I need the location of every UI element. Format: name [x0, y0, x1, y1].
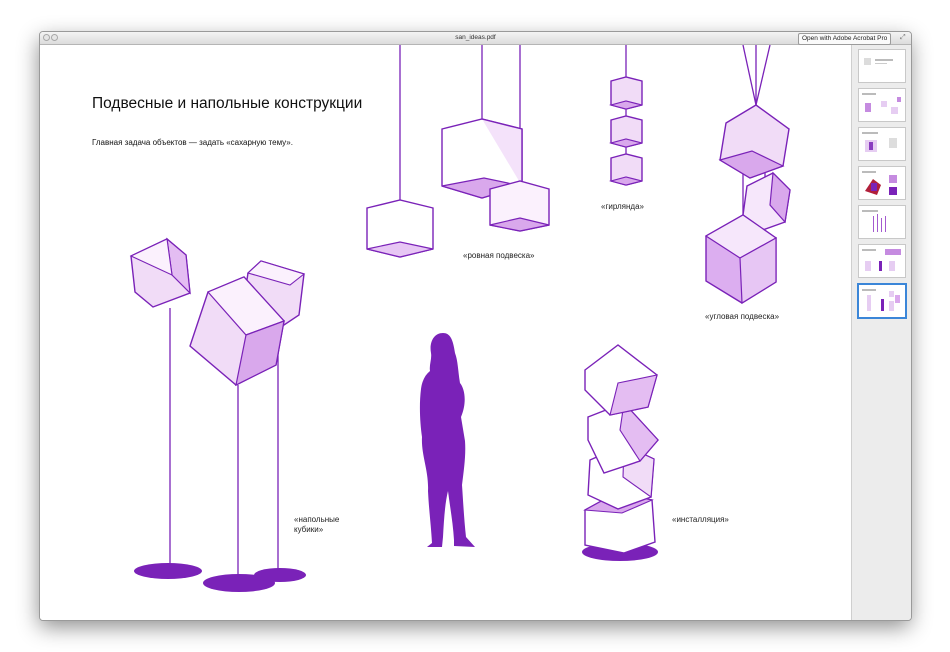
floor-cubes-label-line1: «напольные	[294, 515, 340, 524]
page-thumbnail-5[interactable]	[858, 205, 906, 239]
even-suspension-group	[366, 45, 550, 258]
page-thumbnail-3[interactable]	[858, 127, 906, 161]
installation-group	[582, 344, 659, 561]
even-suspension-label: «ровная подвеска»	[463, 251, 535, 260]
close-window-button[interactable]	[43, 34, 50, 41]
angled-suspension-label: «угловая подвеска»	[705, 312, 780, 321]
page-thumbnail-4[interactable]	[858, 166, 906, 200]
preview-window: san_ideas.pdf Open with Adobe Acrobat Pr…	[39, 31, 912, 621]
page-title: Подвесные и напольные конструкции	[92, 95, 363, 112]
person-silhouette	[419, 333, 475, 547]
minimize-window-button[interactable]	[51, 34, 58, 41]
garland-label: «гирлянда»	[601, 202, 644, 211]
thumbnail-sidebar	[851, 45, 911, 620]
angled-suspension-group	[704, 45, 791, 305]
open-with-acrobat-button[interactable]: Open with Adobe Acrobat Pro	[798, 33, 892, 45]
floor-cubes-group	[129, 237, 306, 592]
installation-label: «инсталляция»	[672, 515, 729, 524]
page-thumbnail-6[interactable]	[858, 244, 906, 278]
page-thumbnail-7[interactable]	[857, 283, 907, 319]
title-bar[interactable]: san_ideas.pdf Open with Adobe Acrobat Pr…	[40, 32, 911, 45]
page-thumbnail-1[interactable]	[858, 49, 906, 83]
window-title: san_ideas.pdf	[455, 34, 496, 41]
floor-cubes-label: «напольные кубики»	[294, 515, 339, 535]
page-thumbnail-2[interactable]	[858, 88, 906, 122]
floor-cubes-label-line2: кубики»	[294, 525, 324, 534]
fullscreen-icon[interactable]: ⤢	[900, 34, 906, 41]
pdf-page: Подвесные и напольные конструкции Главна…	[40, 45, 850, 620]
illustration-canvas	[129, 45, 791, 592]
garland-group	[608, 45, 643, 186]
page-subtitle: Главная задача объектов — задать «сахарн…	[92, 138, 293, 147]
